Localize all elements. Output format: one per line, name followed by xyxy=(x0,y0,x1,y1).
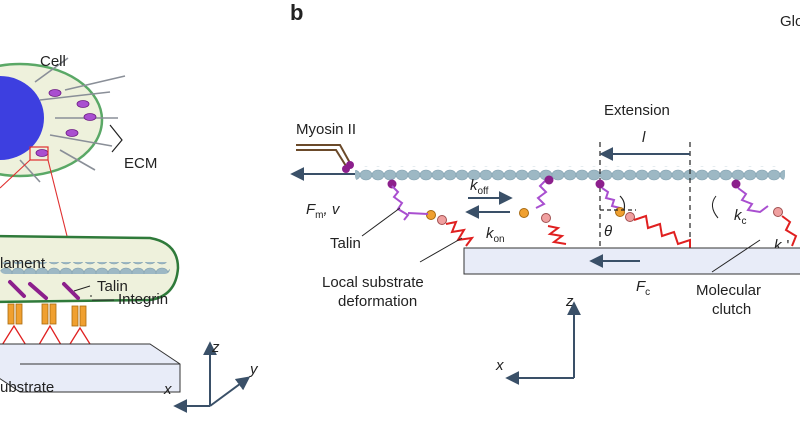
left-panel: Cell ECM lament Talin Integrin xyxy=(0,53,259,413)
myosin-label: Myosin II xyxy=(296,121,356,138)
talin-label-left: Talin xyxy=(97,278,128,295)
fm-label: Fm, v xyxy=(306,201,341,221)
right-panel: Myosin II Fm, v Extension l Talin koff k… xyxy=(290,102,800,385)
molecular-clutch-line1: Molecular xyxy=(696,282,761,299)
actin-filament xyxy=(355,166,785,182)
filament-label: lament xyxy=(0,255,46,272)
ecm-label: ECM xyxy=(124,155,157,172)
fc-label: Fc xyxy=(636,278,650,298)
koff-label: koff xyxy=(470,177,489,197)
left-axis-y: y xyxy=(249,361,259,378)
nucleus xyxy=(0,76,44,160)
substrate-label: ubstrate xyxy=(0,379,54,396)
right-axes: z x xyxy=(495,293,581,385)
talin-label-right: Talin xyxy=(330,235,361,252)
kc-label: kc xyxy=(734,207,747,227)
clutch-right xyxy=(731,179,798,247)
theta-label: θ xyxy=(604,223,612,240)
molecular-clutch-line2: clutch xyxy=(712,301,751,318)
substrate-slab xyxy=(0,343,181,393)
left-axis-x: x xyxy=(163,381,172,398)
l-label: l xyxy=(642,129,646,146)
zoom-talin xyxy=(8,280,80,300)
clutch-unbound xyxy=(519,175,567,245)
myosin-ii xyxy=(296,144,351,167)
local-deformation-line2: deformation xyxy=(338,293,417,310)
extension-label: Extension xyxy=(604,102,670,119)
cell-adhesions xyxy=(35,89,97,157)
left-axes: z y x xyxy=(163,339,259,413)
left-axis-z: z xyxy=(211,339,220,356)
ecm-fibers xyxy=(19,57,126,183)
integrin-columns xyxy=(7,303,87,327)
kon-label: kon xyxy=(486,225,505,245)
cell-label: Cell xyxy=(40,53,66,70)
zoom-box xyxy=(29,146,49,161)
panel-b-label: b xyxy=(290,0,303,25)
top-right-fragment: Glo xyxy=(780,13,800,30)
right-axis-x: x xyxy=(495,357,504,374)
local-deformation-line1: Local substrate xyxy=(322,274,424,291)
ecm-bracket xyxy=(109,124,123,153)
clutch-1 xyxy=(387,179,475,247)
zoom-filament xyxy=(0,262,170,274)
integrin-label: Integrin xyxy=(118,291,168,308)
clutch-stretched xyxy=(595,179,691,248)
right-axis-z: z xyxy=(565,293,574,310)
